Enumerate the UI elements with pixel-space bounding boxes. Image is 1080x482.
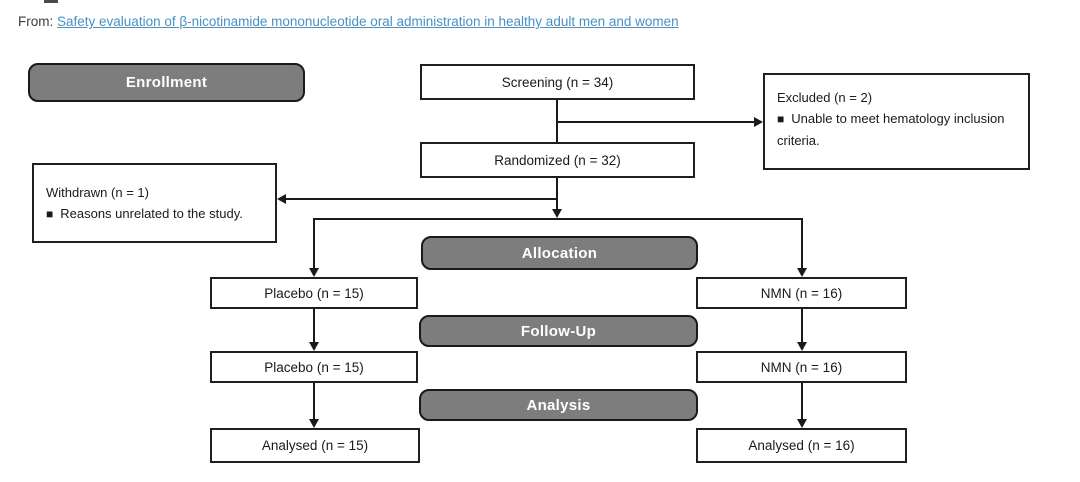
node-analysed-nmn: Analysed (n = 16) [696,428,907,463]
stage-band-followup: Follow-Up [419,315,698,347]
arrowhead-down-icon [797,268,807,277]
connector-to-excluded [557,121,754,123]
source-prefix: From: [18,14,54,29]
bullet-square-icon: ■ [777,112,785,127]
arrowhead-left-icon [277,194,286,204]
node-nmn-allocation: NMN (n = 16) [696,277,907,309]
connector-nmn-analysis [801,383,803,419]
node-placebo-allocation: Placebo (n = 15) [210,277,418,309]
connector-randomized-split [556,178,558,210]
arrowhead-down-icon [552,209,562,218]
connector-nmn-followup [801,309,803,342]
connector-placebo-analysis [313,383,315,419]
node-analysed-placebo: Analysed (n = 15) [210,428,420,463]
node-withdrawn: Withdrawn (n = 1) ■ Reasons unrelated to … [32,163,277,243]
stage-band-enrollment: Enrollment [28,63,305,102]
arrowhead-right-icon [754,117,763,127]
figure-source-line: From: Safety evaluation of β-nicotinamid… [18,14,679,29]
arrowhead-down-icon [309,419,319,428]
connector-to-withdrawn [286,198,557,200]
excluded-reason-text: Unable to meet hematology inclusion crit… [777,111,1005,149]
node-screening: Screening (n = 34) [420,64,695,100]
node-nmn-followup: NMN (n = 16) [696,351,907,383]
node-excluded: Excluded (n = 2) ■Unable to meet hematol… [763,73,1030,170]
connector-split-placebo [313,218,315,268]
excluded-title: Excluded (n = 2) [777,90,873,105]
arrowhead-down-icon [797,419,807,428]
node-placebo-followup: Placebo (n = 15) [210,351,418,383]
withdrawn-title: Withdrawn (n = 1) [46,185,149,200]
article-link[interactable]: Safety evaluation of β-nicotinamide mono… [57,14,679,29]
stage-band-allocation: Allocation [421,236,698,270]
bullet-square-icon: ■ [46,207,54,222]
stage-band-analysis: Analysis [419,389,698,421]
excluded-reason: ■Unable to meet hematology inclusion cri… [777,108,1018,151]
connector-split-nmn [801,218,803,268]
arrowhead-down-icon [309,342,319,351]
connector-split-bar [313,218,803,220]
cropped-text-fragment [44,0,58,3]
node-randomized: Randomized (n = 32) [420,142,695,178]
withdrawn-reason: ■ Reasons unrelated to the study. [46,203,267,225]
arrowhead-down-icon [797,342,807,351]
withdrawn-reason-text: Reasons unrelated to the study. [60,206,243,222]
arrowhead-down-icon [309,268,319,277]
connector-placebo-followup [313,309,315,342]
